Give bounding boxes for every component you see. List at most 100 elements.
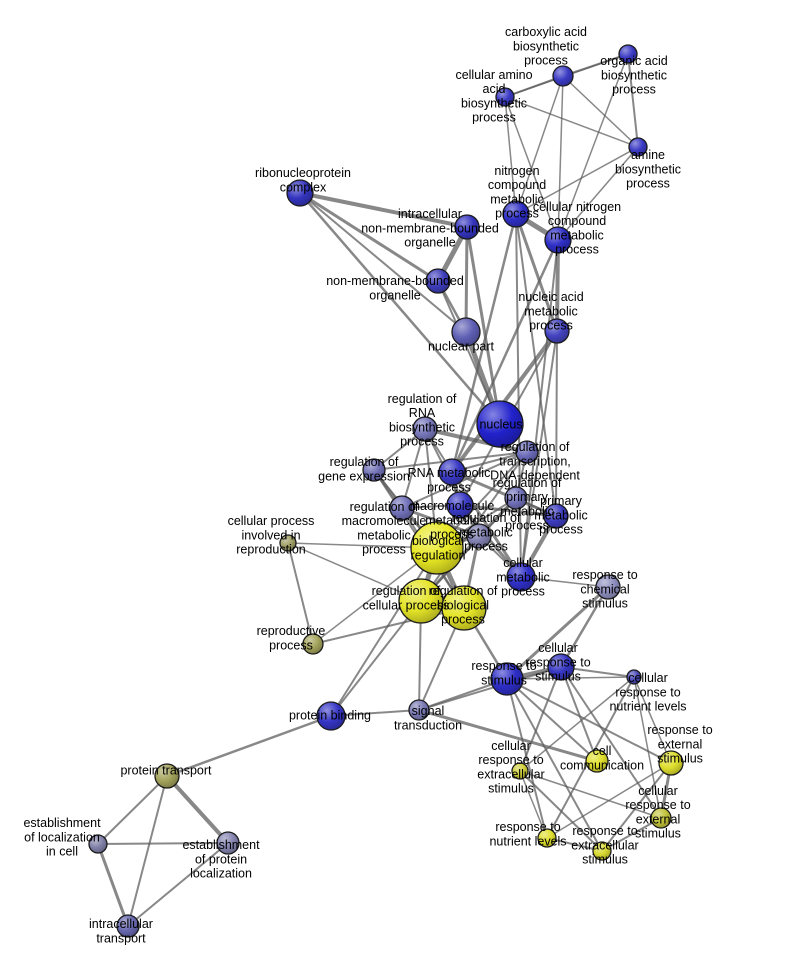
edge-rs-rcs[interactable] [505,585,610,681]
edge-ab-cncm[interactable] [557,146,639,241]
node-res[interactable] [658,750,684,776]
node-rs[interactable] [490,662,524,696]
edge-cncm-nam[interactable] [555,238,560,333]
edge-rrbp-rmmp[interactable] [401,428,426,509]
edge-crs-rcs[interactable] [559,585,610,669]
edge-rs-res[interactable] [506,678,672,764]
node-crets[interactable] [650,807,672,829]
edge-nam-pmp[interactable] [555,330,558,517]
edge-mmp-pmp[interactable] [458,503,558,518]
node-caab[interactable] [495,87,515,107]
node-rtdd[interactable] [515,440,539,464]
node-crs[interactable] [547,653,575,681]
edge-pb-rcp[interactable] [330,600,422,717]
edge-cpir-rcp[interactable] [287,542,422,602]
edge-ab-ncm[interactable] [515,146,639,215]
edge-epl-it[interactable] [127,842,229,927]
edge-rnp-nucleus[interactable] [298,191,502,426]
node-rnam[interactable] [438,458,466,486]
edge-cncm-rnam[interactable] [450,238,560,474]
edge-inmbo-nucleus[interactable] [465,225,502,426]
edge-pt-it[interactable] [127,775,168,927]
edge-res-rexs[interactable] [601,762,672,852]
edge-cab-cncm[interactable] [557,75,564,241]
edge-rs-rnl[interactable] [506,678,548,839]
edge-oab-ab[interactable] [627,53,639,148]
node-ab[interactable] [628,137,648,157]
node-rnl[interactable] [537,828,557,848]
edge-rnp-nmbo[interactable] [298,191,440,283]
edge-rs-rexs[interactable] [506,678,603,852]
edge-rs-crnl[interactable] [506,676,635,680]
node-it[interactable] [116,914,140,938]
edge-oab-cncm[interactable] [557,53,629,241]
node-mmp[interactable] [446,491,474,519]
edge-nam-cmp[interactable] [520,330,558,578]
edge-cncm-cmp[interactable] [520,239,559,578]
edge-crs-st[interactable] [418,666,562,711]
edge-crexs-crets[interactable] [519,770,662,819]
edge-ncm-rnam[interactable] [450,212,518,474]
node-rge[interactable] [362,458,386,482]
node-elc[interactable] [88,834,108,854]
node-cab[interactable] [552,65,574,87]
node-rbp[interactable] [441,585,487,631]
node-nam[interactable] [544,318,570,344]
edge-crs-cc[interactable] [560,666,598,762]
edge-rexs-crets[interactable] [601,817,662,852]
node-rp[interactable] [302,633,324,655]
node-crnl[interactable] [626,669,642,685]
node-bioreg[interactable] [410,521,464,575]
edge-rnp-inmbo[interactable] [298,191,469,229]
node-cc[interactable] [585,749,609,773]
edge-crs-crets[interactable] [560,666,662,819]
edge-ncm-cmp[interactable] [515,213,522,578]
node-rcp[interactable] [398,578,444,624]
node-crexs[interactable] [511,762,529,780]
edge-elc-epl[interactable] [97,842,229,845]
edge-pb-st[interactable] [330,709,420,717]
edge-rexs-crexs[interactable] [519,770,603,852]
edge-pb-pt[interactable] [165,714,333,778]
edge-cc-st[interactable] [417,708,599,763]
node-rpmp[interactable] [504,486,528,510]
node-rnp[interactable] [286,179,314,207]
edge-crnl-crets[interactable] [633,676,662,819]
edge-crnl-crexs[interactable] [519,676,635,772]
edge-cab-ncm[interactable] [515,75,564,215]
edge-caab-ab[interactable] [504,96,639,148]
node-rcs[interactable] [595,574,621,600]
edge-pt-epl[interactable] [165,774,230,845]
node-nmbo[interactable] [425,268,451,294]
node-epl[interactable] [216,831,240,855]
node-cmp[interactable] [506,562,536,592]
edge-pb-bioreg[interactable] [330,547,438,717]
node-ncm[interactable] [502,200,530,228]
node-npart[interactable] [451,317,481,347]
node-rrbp[interactable] [412,416,438,442]
node-cpir[interactable] [279,534,297,552]
node-pt[interactable] [154,763,180,789]
node-inmbo[interactable] [454,214,480,240]
node-cncm[interactable] [544,226,572,254]
node-pmp[interactable] [543,503,569,529]
edge-caab-cncm[interactable] [504,96,559,241]
edge-rtdd-rmmp[interactable] [401,451,528,509]
edge-pt-elc[interactable] [97,775,168,845]
edge-cab-ab[interactable] [562,75,639,148]
edge-rnl-crexs[interactable] [519,770,548,839]
node-rmet[interactable] [466,523,492,549]
node-rexs[interactable] [592,841,612,861]
edge-caab-ncm[interactable] [504,96,517,215]
edge-rnam-cmp[interactable] [450,470,523,579]
edge-rs-cc[interactable] [506,678,598,762]
node-st[interactable] [408,699,430,721]
edge-rnp-npart[interactable] [299,192,467,333]
edge-inmbo-npart[interactable] [464,225,469,334]
edge-crnl-res[interactable] [633,676,672,764]
edge-crs-crexs[interactable] [519,666,562,772]
edge-rp-cpir[interactable] [287,542,314,645]
node-rmmp[interactable] [389,495,415,521]
edge-rnam-pmp[interactable] [450,470,558,518]
